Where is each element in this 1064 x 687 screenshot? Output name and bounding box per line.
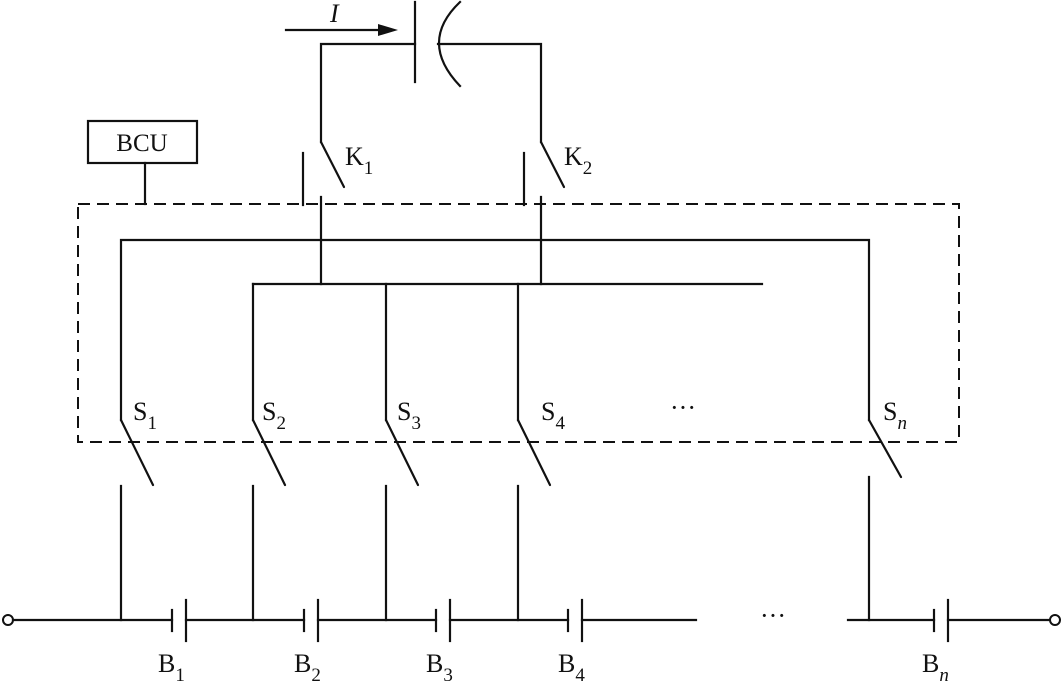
top-wiring xyxy=(319,42,543,144)
battery-b1 xyxy=(170,598,188,643)
current-label: I xyxy=(329,0,340,28)
battery-b2 xyxy=(302,598,320,643)
contactor-k2-label: K2 xyxy=(564,142,592,179)
battery-b3 xyxy=(434,598,452,643)
bus-wiring xyxy=(119,195,871,422)
switch-s2-label: S2 xyxy=(262,397,286,434)
switch-s3-label: S3 xyxy=(397,397,421,434)
battery-b3-label: B3 xyxy=(426,649,453,686)
contactor-k1 xyxy=(301,140,346,207)
switch-s3 xyxy=(384,418,420,622)
contactor-k2 xyxy=(522,140,566,207)
battery-bn xyxy=(932,598,950,643)
battery-string-wiring xyxy=(2,614,1061,626)
battery-b4 xyxy=(566,598,584,643)
switch-s4 xyxy=(516,418,552,622)
battery-b2-label: B2 xyxy=(294,649,321,686)
bcu-box xyxy=(86,119,199,206)
switch-sn-label: Sn xyxy=(883,397,907,434)
switch-s2 xyxy=(251,418,287,622)
contactor-k1-label: K1 xyxy=(345,142,373,179)
bcu-control-boundary xyxy=(77,203,960,443)
battery-b4-label: B4 xyxy=(558,649,585,686)
battery-b1-label: B1 xyxy=(158,649,185,686)
switch-sn xyxy=(867,418,903,622)
switch-s1 xyxy=(119,418,155,622)
switch-ellipsis: ··· xyxy=(670,393,696,422)
battery-ellipsis: ··· xyxy=(760,601,786,630)
current-arrow xyxy=(284,24,398,36)
switch-s1-label: S1 xyxy=(133,397,157,434)
bcu-label: BCU xyxy=(116,130,167,157)
battery-bn-label: Bn xyxy=(922,649,949,686)
switch-s4-label: S4 xyxy=(541,397,565,434)
